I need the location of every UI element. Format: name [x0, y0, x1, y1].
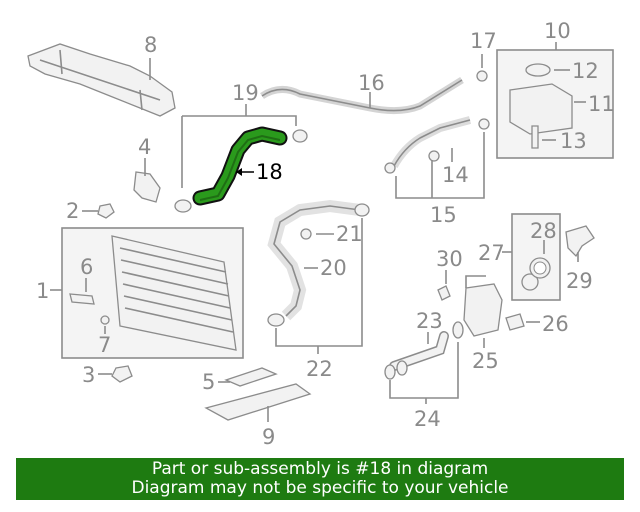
label-2: 2 — [66, 199, 79, 223]
label-15: 15 — [430, 203, 457, 227]
part-5-deflector — [224, 367, 278, 387]
part-23-pipe — [389, 331, 449, 371]
part-27-thermostat — [521, 273, 539, 291]
label-26: 26 — [542, 312, 569, 336]
label-27: 27 — [478, 241, 505, 265]
label-14: 14 — [442, 163, 469, 187]
label-25: 25 — [472, 349, 499, 373]
label-8: 8 — [144, 33, 157, 57]
part-22-clamp-lower — [267, 313, 285, 327]
label-7: 7 — [98, 333, 111, 357]
part-11-reservoir — [509, 83, 573, 135]
label-4: 4 — [138, 135, 151, 159]
part-25-seal — [452, 321, 464, 339]
part-2-bolt — [97, 203, 115, 219]
part-14-clamp — [428, 150, 440, 162]
label-28: 28 — [530, 219, 557, 243]
part-13-sensor — [531, 125, 539, 149]
label-1: 1 — [36, 279, 49, 303]
label-11: 11 — [588, 92, 615, 116]
part-29-outlet — [565, 225, 595, 258]
part-12-cap — [525, 63, 551, 77]
part-8-radiator-support — [27, 43, 176, 117]
part-18-upper-radiator-hose — [192, 126, 288, 206]
label-10: 10 — [544, 19, 571, 43]
label-6: 6 — [80, 255, 93, 279]
info-banner: Part or sub-assembly is #18 in diagram D… — [16, 458, 624, 500]
label-16: 16 — [358, 71, 385, 95]
part-30-bleed-screw — [437, 285, 451, 301]
label-17: 17 — [470, 29, 497, 53]
label-20: 20 — [320, 256, 347, 280]
label-23: 23 — [416, 309, 443, 333]
part-22-clamp-upper — [354, 203, 370, 217]
label-3: 3 — [82, 363, 95, 387]
part-25-thermostat-housing — [463, 275, 503, 337]
part-9-air-baffle — [204, 383, 312, 421]
part-1-radiator — [111, 235, 237, 351]
label-12: 12 — [572, 59, 599, 83]
part-4-bracket — [133, 171, 161, 203]
part-26-gasket — [505, 313, 525, 331]
label-30: 30 — [436, 247, 463, 271]
label-21: 21 — [336, 222, 363, 246]
label-24: 24 — [414, 407, 441, 431]
label-9: 9 — [262, 425, 275, 449]
banner-line-2: Diagram may not be specific to your vehi… — [131, 478, 509, 498]
part-17-clamp — [476, 70, 488, 82]
label-18: 18 — [256, 160, 283, 184]
part-28-seal — [529, 257, 551, 279]
parts-diagram: 8 4 2 1 6 7 3 5 9 16 — [27, 19, 615, 449]
label-13: 13 — [560, 129, 587, 153]
part-19-clamp-lower — [174, 199, 192, 213]
label-5: 5 — [202, 370, 215, 394]
part-24-seal-b — [396, 360, 408, 376]
part-6-drain-plug — [69, 293, 95, 305]
label-22: 22 — [306, 357, 333, 381]
part-15-clamp-b — [478, 118, 490, 130]
part-3-bolt — [111, 365, 133, 383]
label-29: 29 — [566, 269, 593, 293]
part-15-clamp — [384, 162, 396, 174]
part-7-seal — [100, 315, 110, 325]
part-21-clamp — [300, 228, 312, 240]
label-19: 19 — [232, 81, 259, 105]
part-19-clamp-upper — [292, 129, 308, 143]
banner-line-1: Part or sub-assembly is #18 in diagram — [151, 459, 489, 479]
part-24-seal-a — [384, 364, 396, 380]
